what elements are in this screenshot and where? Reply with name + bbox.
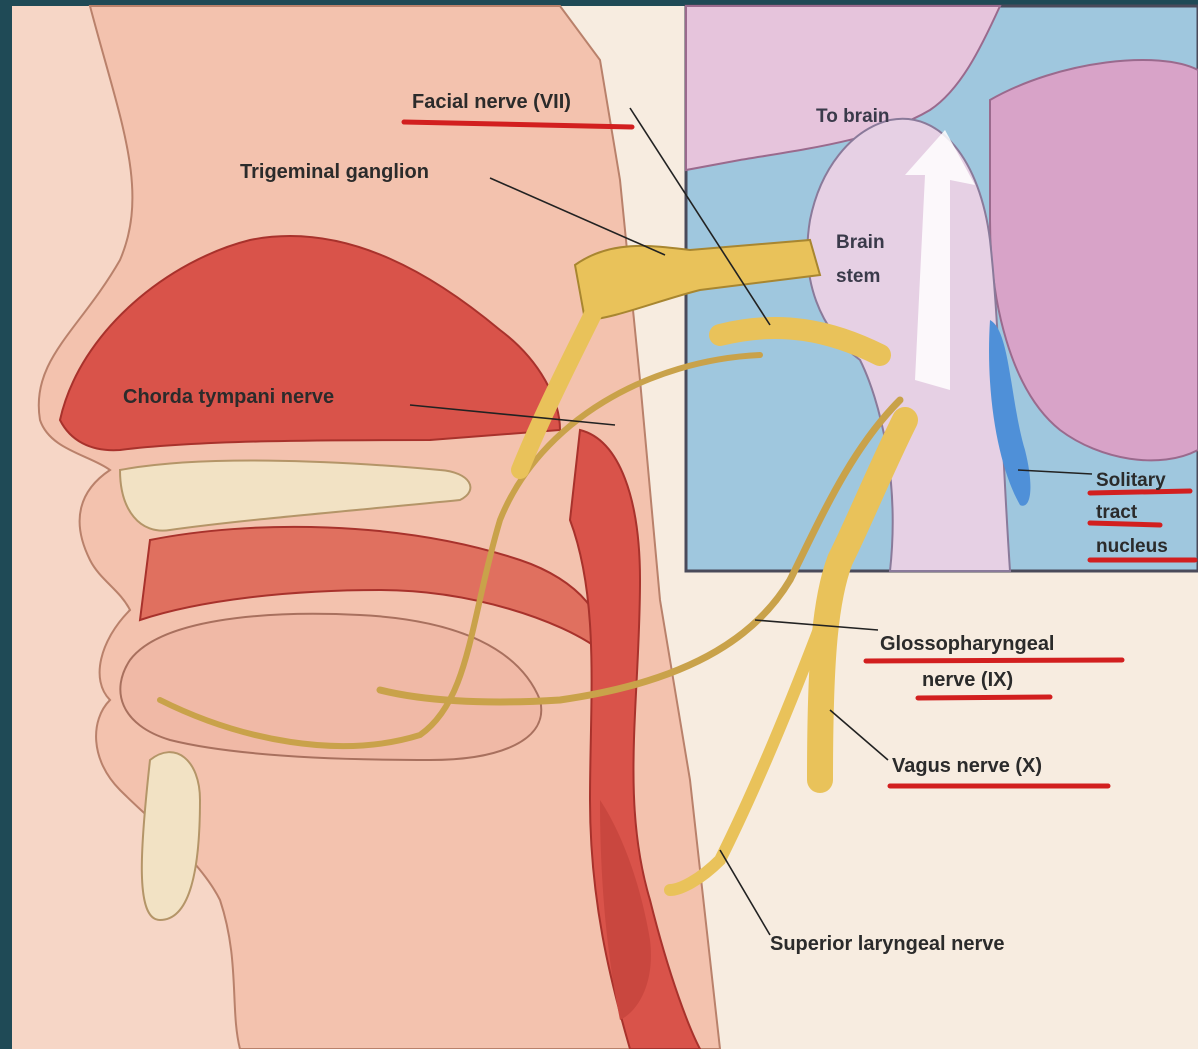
label-trigeminal-ganglion: Trigeminal ganglion <box>240 161 429 183</box>
label-solitary-3: nucleus <box>1096 536 1168 557</box>
label-facial-nerve: Facial nerve (VII) <box>412 91 571 113</box>
label-brain-stem-2: stem <box>836 266 880 287</box>
label-glossopharyngeal-2: nerve (IX) <box>922 669 1013 691</box>
label-solitary-2: tract <box>1096 502 1138 523</box>
underline-solitary-1 <box>1090 491 1190 493</box>
label-chorda-tympani: Chorda tympani nerve <box>123 386 334 408</box>
underline-glosso-1 <box>866 660 1122 661</box>
label-superior-laryngeal: Superior laryngeal nerve <box>770 933 1005 955</box>
underline-solitary-2 <box>1090 523 1160 525</box>
label-to-brain: To brain <box>816 106 890 127</box>
label-vagus: Vagus nerve (X) <box>892 755 1042 777</box>
label-glossopharyngeal-1: Glossopharyngeal <box>880 633 1055 655</box>
underline-glosso-2 <box>918 697 1050 698</box>
label-brain-stem-1: Brain <box>836 232 885 253</box>
label-solitary-1: Solitary <box>1096 470 1166 491</box>
